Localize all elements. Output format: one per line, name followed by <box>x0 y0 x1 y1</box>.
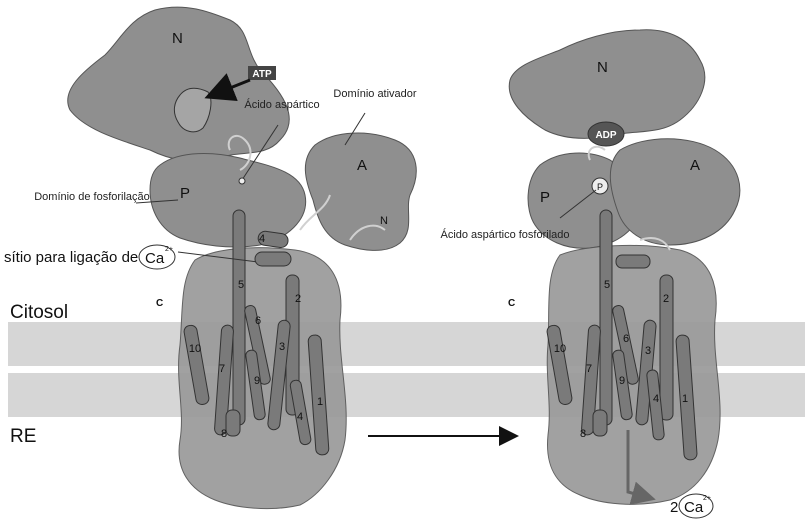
helix-label: 10 <box>189 343 201 355</box>
phosphorylation-domain-label: Domínio de fosforilação <box>34 191 150 203</box>
helix-label: 4 <box>297 411 303 423</box>
helix-label: 9 <box>619 375 625 387</box>
p-domain-label-left: P <box>180 185 190 202</box>
helix-label: 8 <box>221 428 227 440</box>
helix-label: 6 <box>623 333 629 345</box>
phosphorylated-aspartic-acid-label: Ácido aspártico fosforilado <box>440 228 569 241</box>
a-domain-left <box>305 133 416 250</box>
helix-label: 2 <box>663 293 669 305</box>
helix-8-right <box>593 410 607 436</box>
p-domain-label-right: P <box>540 189 550 206</box>
helix-label: 2 <box>295 293 301 305</box>
helix-label: 3 <box>645 345 651 357</box>
aspartate-site-left <box>239 178 245 184</box>
helix-label: 4 <box>259 233 265 245</box>
helix-label: 8 <box>580 428 586 440</box>
helix-5-right <box>600 210 612 425</box>
aspartic-acid-text: Ácido aspártico <box>244 98 319 111</box>
helix-label: 9 <box>254 375 260 387</box>
helix-label: 1 <box>682 393 688 405</box>
helix-8-left <box>226 410 240 436</box>
helix-label: 4 <box>653 393 659 405</box>
phospho-marker-label: P <box>597 182 603 192</box>
atp-label: ATP <box>252 69 272 80</box>
helix-label: 6 <box>255 315 261 327</box>
n-terminus-label-left: N <box>380 215 388 227</box>
helix-label: 10 <box>554 343 566 355</box>
c-terminus-label-left: C <box>156 298 163 309</box>
er-label: RE <box>10 426 36 447</box>
activator-domain-label: Domínio ativador <box>333 88 416 100</box>
helix-label: 7 <box>586 363 592 375</box>
helix-label: 5 <box>238 279 244 291</box>
helix-label: 5 <box>604 279 610 291</box>
released-ca-prefix: 2 <box>670 499 678 516</box>
a-domain-label-right: A <box>690 157 700 174</box>
helix-label: 7 <box>219 363 225 375</box>
n-domain-label-left: N <box>172 30 183 47</box>
ca-ion-label: Ca <box>145 250 165 267</box>
c-terminus-label-right: C <box>508 298 515 309</box>
n-domain-label-right: N <box>597 59 608 76</box>
a-domain-right <box>610 139 739 245</box>
helix-4-short-right <box>616 255 650 268</box>
pump-left: ATP N P A N C 1 2 3 4 4 5 6 7 8 9 10 <box>4 7 417 509</box>
adp-label: ADP <box>595 130 616 141</box>
a-domain-label-left: A <box>357 157 367 174</box>
ca-charge-label: 2+ <box>165 246 173 253</box>
released-ca-charge: 2+ <box>703 495 711 502</box>
helix-label: 1 <box>317 396 323 408</box>
released-ca-ion: Ca <box>684 499 704 516</box>
helix-label: 3 <box>279 341 285 353</box>
ca-site-cylinder <box>255 252 291 266</box>
pump-right: ADP P N P A C 1 2 3 <box>440 30 739 518</box>
cytosol-label: Citosol <box>10 302 68 323</box>
helix-5-left <box>233 210 245 425</box>
binding-site-label: sítio para ligação de 2 <box>4 249 151 266</box>
aspartic-acid-label: Ácido aspártico <box>244 98 319 111</box>
